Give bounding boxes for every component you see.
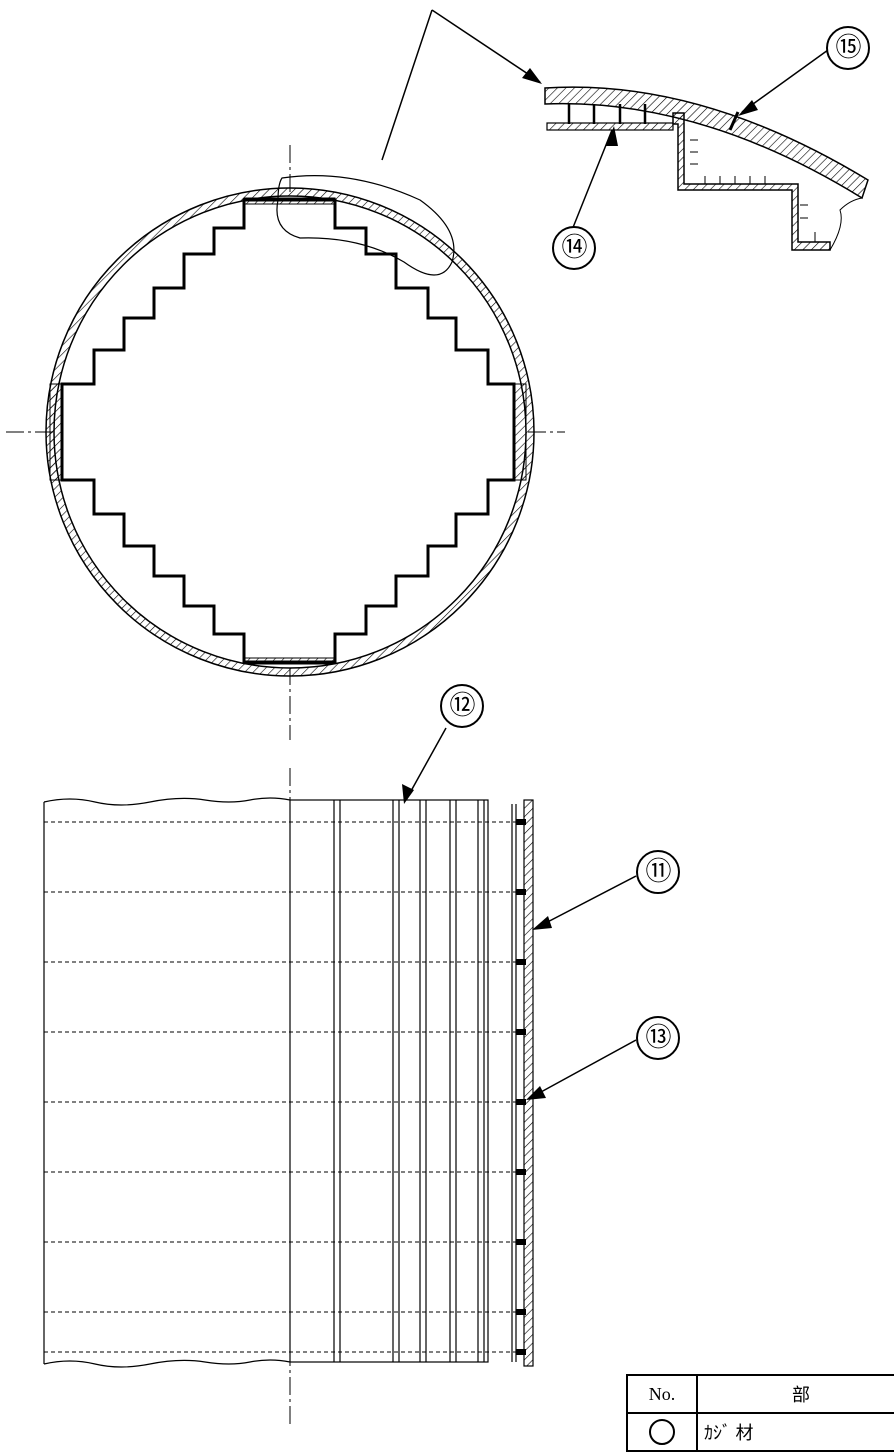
detail-view (381, 9, 869, 251)
circular-section (6, 145, 565, 740)
leader-line (571, 129, 613, 231)
row-number-circle (649, 1419, 675, 1445)
callout-12: ⑫ (440, 684, 484, 728)
leader-line (431, 9, 541, 83)
parts-table: No. 部 ｶｼﾞ 材 (626, 1374, 894, 1452)
callout-13: ⑬ (636, 1016, 680, 1060)
flange-plate (546, 122, 674, 131)
callout-11: ⑪ (636, 850, 680, 894)
header-no: No. (626, 1374, 698, 1414)
bolt-rows (44, 821, 524, 1353)
header-name: 部 (696, 1374, 894, 1414)
callout-15: ⑮ (826, 26, 870, 70)
row-name: ｶｼﾞ 材 (696, 1412, 894, 1452)
table-row: ｶｼﾞ 材 (626, 1412, 894, 1452)
leader-line (741, 49, 829, 113)
shell-section (544, 86, 869, 200)
table-header-row: No. 部 (626, 1374, 894, 1414)
arrowhead (522, 68, 542, 84)
side-elevation (43, 727, 637, 1428)
detail-outline (276, 175, 455, 276)
leader-line (381, 9, 433, 161)
stepped-profile (672, 112, 831, 251)
callout-14: ⑭ (552, 226, 596, 270)
